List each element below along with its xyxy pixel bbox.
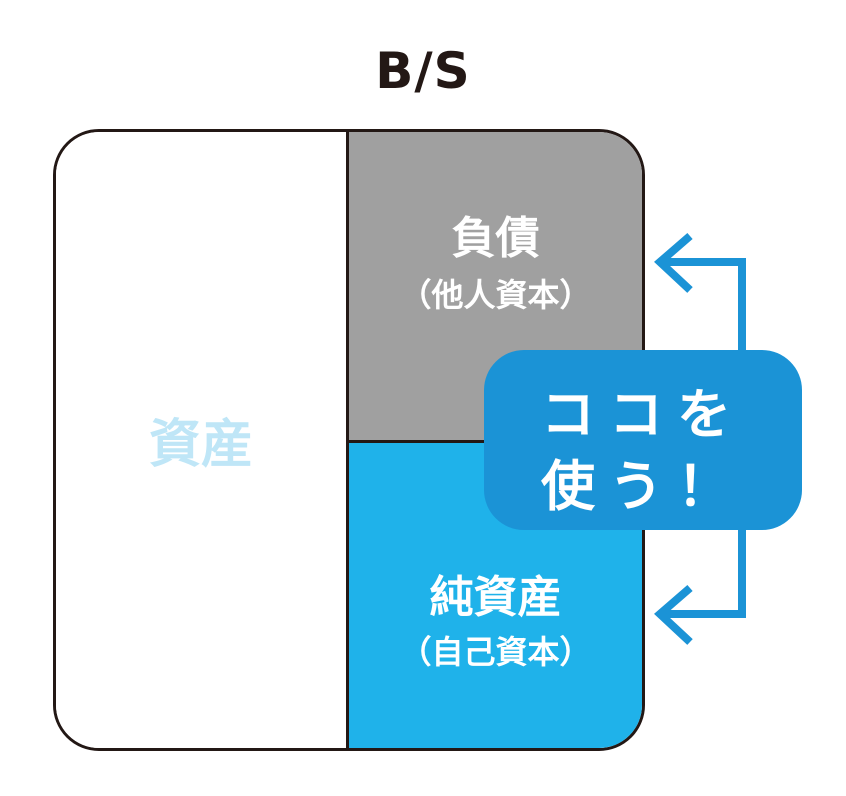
equity-sub-label: （自己資本） bbox=[399, 633, 592, 671]
liabilities-sub-label: （他人資本） bbox=[399, 276, 592, 314]
assets-label: 資産 bbox=[148, 415, 253, 475]
lower-arrowhead-icon bbox=[654, 584, 693, 645]
upper-arrow-icon bbox=[662, 258, 746, 350]
lower-arrow-icon bbox=[662, 530, 746, 618]
upper-arrowhead-icon bbox=[654, 232, 693, 293]
callout-line1: ココを bbox=[541, 383, 745, 446]
callout-line2: 使う！ bbox=[541, 455, 745, 518]
liabilities-label: 負債 bbox=[451, 213, 540, 264]
equity-label: 純資産 bbox=[429, 572, 562, 623]
assets-block: 資産 bbox=[56, 132, 349, 748]
diagram-title: B/S bbox=[375, 42, 471, 100]
callout-bubble: ココを 使う！ bbox=[484, 350, 802, 530]
